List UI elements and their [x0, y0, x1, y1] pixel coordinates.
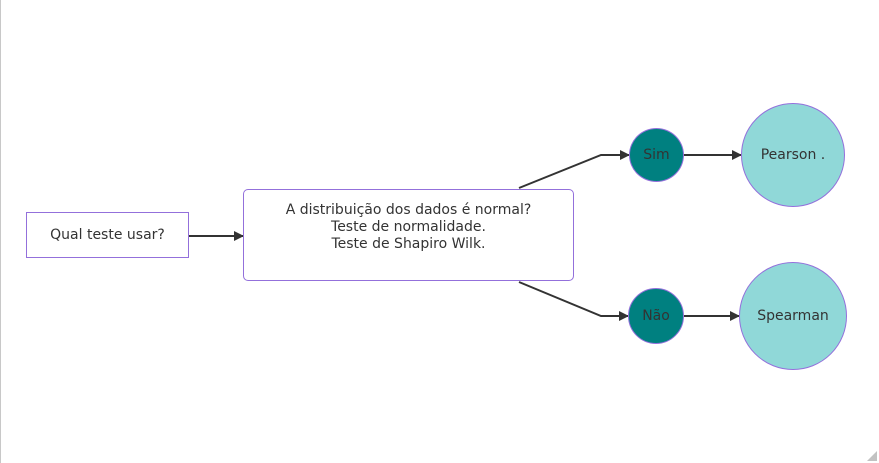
node-question-line-2: Teste de normalidade.	[331, 219, 486, 235]
node-question-line-1: A distribuição dos dados é normal?	[285, 202, 532, 218]
node-pearson-label: Pearson .	[760, 146, 826, 163]
resize-handle[interactable]	[867, 451, 877, 461]
canvas-left-border	[0, 0, 1, 463]
edge-question-no	[518, 281, 629, 321]
node-question-line-3: Teste de Shapiro Wilk.	[331, 236, 486, 252]
node-spearman[interactable]: Spearman	[739, 262, 847, 370]
node-yes[interactable]: Sim	[629, 128, 684, 182]
node-start-label: Qual teste usar?	[50, 226, 165, 243]
node-start[interactable]: Qual teste usar?	[26, 212, 189, 258]
node-spearman-label: Spearman	[757, 307, 829, 324]
node-no[interactable]: Não	[628, 288, 684, 344]
node-yes-label: Sim	[643, 146, 670, 163]
node-question[interactable]: A distribuição dos dados é normal? Teste…	[243, 189, 574, 281]
edge-question-yes	[518, 150, 630, 189]
node-no-label: Não	[642, 307, 670, 324]
node-pearson[interactable]: Pearson .	[741, 103, 845, 207]
